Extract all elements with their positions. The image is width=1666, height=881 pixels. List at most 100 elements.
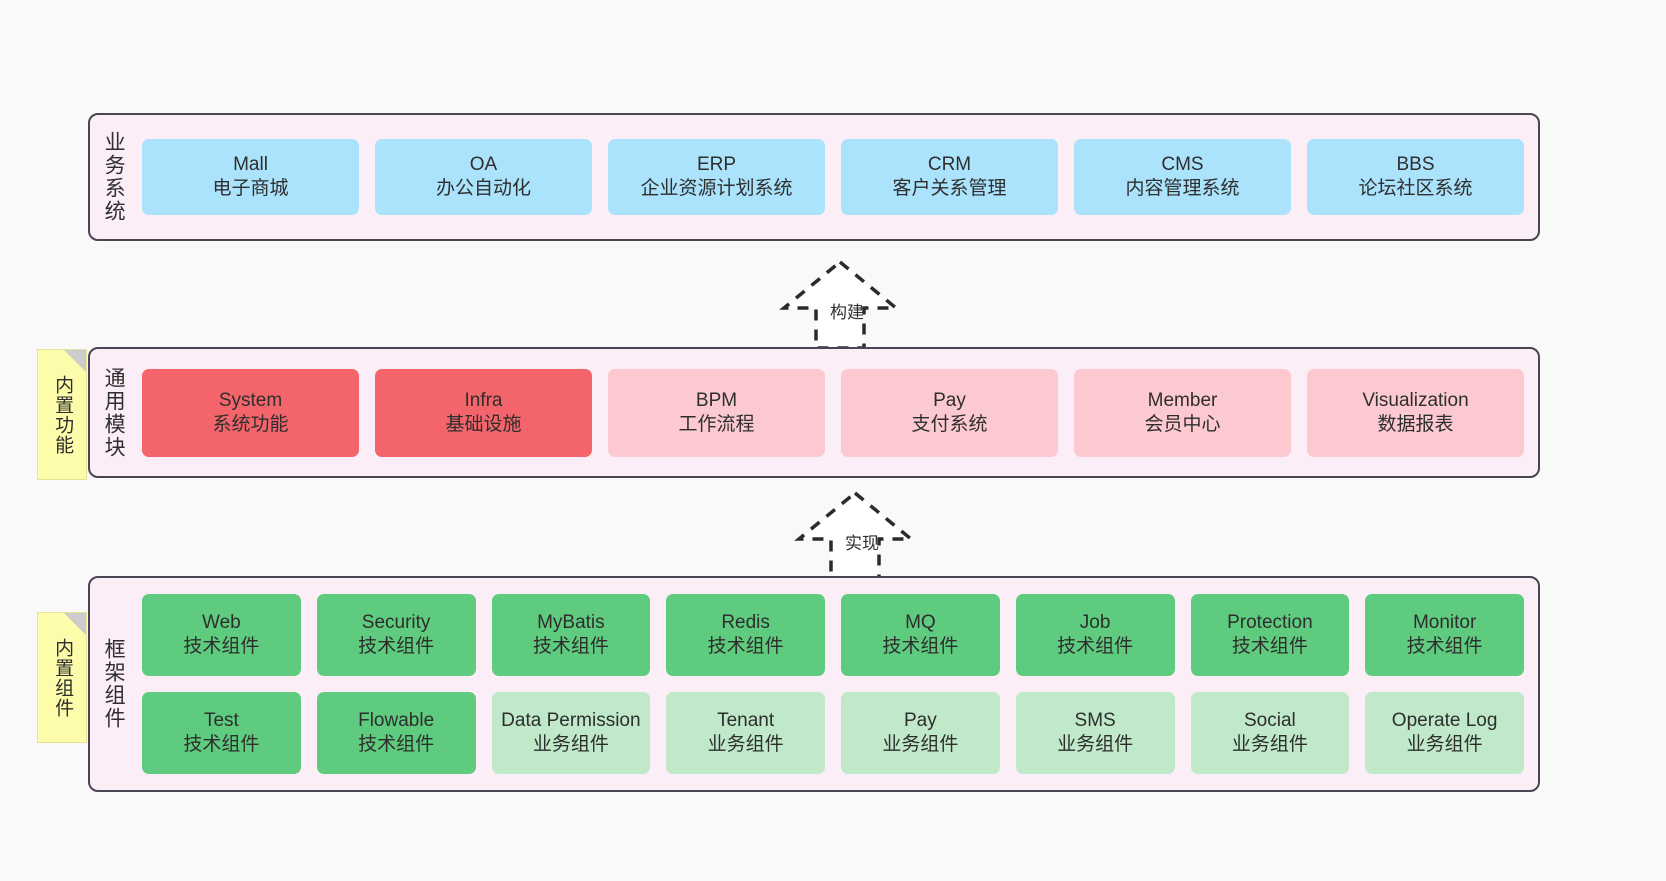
card-pay-component[interactable]: Pay 业务组件 [841,692,1000,774]
card-sms[interactable]: SMS 业务组件 [1015,692,1175,774]
card-system-name: System [218,389,283,411]
card-crm-desc: 客户关系管理 [892,178,1007,199]
card-member-desc: 会员中心 [1144,413,1221,435]
layer-business-systems: 业务系统 Mall 电子商城 OA 办公自动化 ERP 企业资源计划系统 CRM [88,113,1540,241]
card-mybatis-name: MyBatis [537,612,605,634]
note-builtin-features-text: 内置功能 [52,374,74,455]
card-infra-desc: 基础设施 [445,413,522,435]
card-bpm-name: BPM [695,389,738,411]
card-flowable-name: Flowable [358,710,435,732]
card-security[interactable]: Security 技术组件 [316,594,476,676]
card-erp-desc: 企业资源计划系统 [640,178,793,199]
layer-common-modules-body: System 系统功能 Infra 基础设施 BPM 工作流程 Pay 支付系统… [136,349,1538,476]
card-visualization-name: Visualization [1362,389,1469,411]
connector-build-label: 构建 [830,303,864,322]
card-member-name: Member [1147,389,1218,411]
card-web-name: Web [202,612,241,634]
layer-framework-components: 框架组件 Web 技术组件 Security 技术组件 MyBatis 技术组件… [88,576,1540,792]
card-cms-name: CMS [1161,154,1204,176]
card-mq[interactable]: MQ 技术组件 [841,594,1000,676]
connector-build-shape [779,259,901,348]
card-social-name: Social [1244,710,1296,732]
framework-row-technical: Web 技术组件 Security 技术组件 MyBatis 技术组件 Redi… [142,594,1524,676]
card-oa[interactable]: OA 办公自动化 [375,139,592,215]
card-job-name: Job [1079,612,1111,634]
card-data-permission[interactable]: Data Permission 业务组件 [491,692,651,774]
card-mybatis-desc: 技术组件 [532,636,609,657]
card-redis[interactable]: Redis 技术组件 [666,594,825,676]
card-sms-name: SMS [1074,710,1116,732]
card-member[interactable]: Member 会员中心 [1074,368,1291,457]
card-web[interactable]: Web 技术组件 [142,594,301,676]
card-data-permission-desc: 业务组件 [532,734,609,755]
card-mall-desc: 电子商城 [212,178,289,199]
card-redis-name: Redis [721,612,770,634]
card-operate-log-name: Operate Log [1391,710,1498,732]
card-mall-name: Mall [233,154,268,176]
connector-build: 构建 [760,256,920,348]
card-bbs-desc: 论坛社区系统 [1358,178,1473,199]
note-builtin-features: 内置功能 [37,349,87,480]
note-builtin-components-text: 内置组件 [52,637,74,718]
layer-framework-components-title: 框架组件 [102,638,126,730]
card-pay-module[interactable]: Pay 支付系统 [841,368,1058,457]
card-flowable-desc: 技术组件 [358,734,435,755]
framework-row-business: Test 技术组件 Flowable 技术组件 Data Permission … [142,692,1524,774]
card-visualization[interactable]: Visualization 数据报表 [1307,368,1524,457]
card-monitor-desc: 技术组件 [1406,636,1483,657]
layer-business-systems-title: 业务系统 [102,131,126,223]
card-test-desc: 技术组件 [183,734,260,755]
card-visualization-desc: 数据报表 [1377,413,1454,435]
card-pay-module-desc: 支付系统 [911,413,988,435]
card-operate-log[interactable]: Operate Log 业务组件 [1365,692,1524,774]
note-builtin-components: 内置组件 [37,612,87,743]
card-protection-name: Protection [1227,612,1313,634]
card-security-desc: 技术组件 [358,636,435,657]
card-crm[interactable]: CRM 客户关系管理 [841,139,1058,215]
connector-implement-label: 实现 [845,534,879,553]
card-tenant-name: Tenant [717,710,775,732]
card-tenant[interactable]: Tenant 业务组件 [666,692,825,774]
card-sms-desc: 业务组件 [1057,734,1134,755]
card-bpm[interactable]: BPM 工作流程 [608,368,825,457]
card-redis-desc: 技术组件 [707,636,784,657]
card-test[interactable]: Test 技术组件 [142,692,301,774]
card-cms[interactable]: CMS 内容管理系统 [1074,139,1291,215]
card-pay-module-name: Pay [933,389,966,411]
card-bbs[interactable]: BBS 论坛社区系统 [1307,139,1524,215]
card-erp[interactable]: ERP 企业资源计划系统 [608,139,825,215]
card-mq-desc: 技术组件 [882,636,959,657]
card-erp-name: ERP [696,154,737,176]
card-flowable[interactable]: Flowable 技术组件 [316,692,476,774]
card-test-name: Test [203,710,239,732]
card-protection[interactable]: Protection 技术组件 [1190,594,1350,676]
business-systems-row: Mall 电子商城 OA 办公自动化 ERP 企业资源计划系统 CRM 客户关系… [142,139,1524,215]
card-bbs-name: BBS [1396,154,1435,176]
card-oa-desc: 办公自动化 [435,178,531,199]
card-oa-name: OA [469,154,498,176]
card-bpm-desc: 工作流程 [678,413,755,435]
card-job[interactable]: Job 技术组件 [1015,594,1175,676]
layer-business-systems-body: Mall 电子商城 OA 办公自动化 ERP 企业资源计划系统 CRM 客户关系… [136,115,1538,239]
common-modules-row: System 系统功能 Infra 基础设施 BPM 工作流程 Pay 支付系统… [142,368,1524,457]
card-monitor-name: Monitor [1412,612,1477,634]
connector-implement: 实现 [775,487,935,579]
card-system-desc: 系统功能 [212,413,289,435]
card-system[interactable]: System 系统功能 [142,368,359,457]
card-social[interactable]: Social 业务组件 [1190,692,1350,774]
card-social-desc: 业务组件 [1231,734,1308,755]
card-data-permission-name: Data Permission [501,710,641,732]
card-monitor[interactable]: Monitor 技术组件 [1365,594,1524,676]
card-mall[interactable]: Mall 电子商城 [142,139,359,215]
layer-framework-components-body: Web 技术组件 Security 技术组件 MyBatis 技术组件 Redi… [136,578,1538,790]
card-protection-desc: 技术组件 [1231,636,1308,657]
layer-common-modules: 通用模块 System 系统功能 Infra 基础设施 BPM 工作流程 Pay [88,347,1540,478]
layer-common-modules-title: 通用模块 [102,366,126,459]
card-infra[interactable]: Infra 基础设施 [375,368,592,457]
card-security-name: Security [361,612,431,634]
card-mybatis[interactable]: MyBatis 技术组件 [491,594,651,676]
card-pay-component-desc: 业务组件 [882,734,959,755]
card-pay-component-name: Pay [904,710,937,732]
connector-implement-shape [794,490,916,579]
